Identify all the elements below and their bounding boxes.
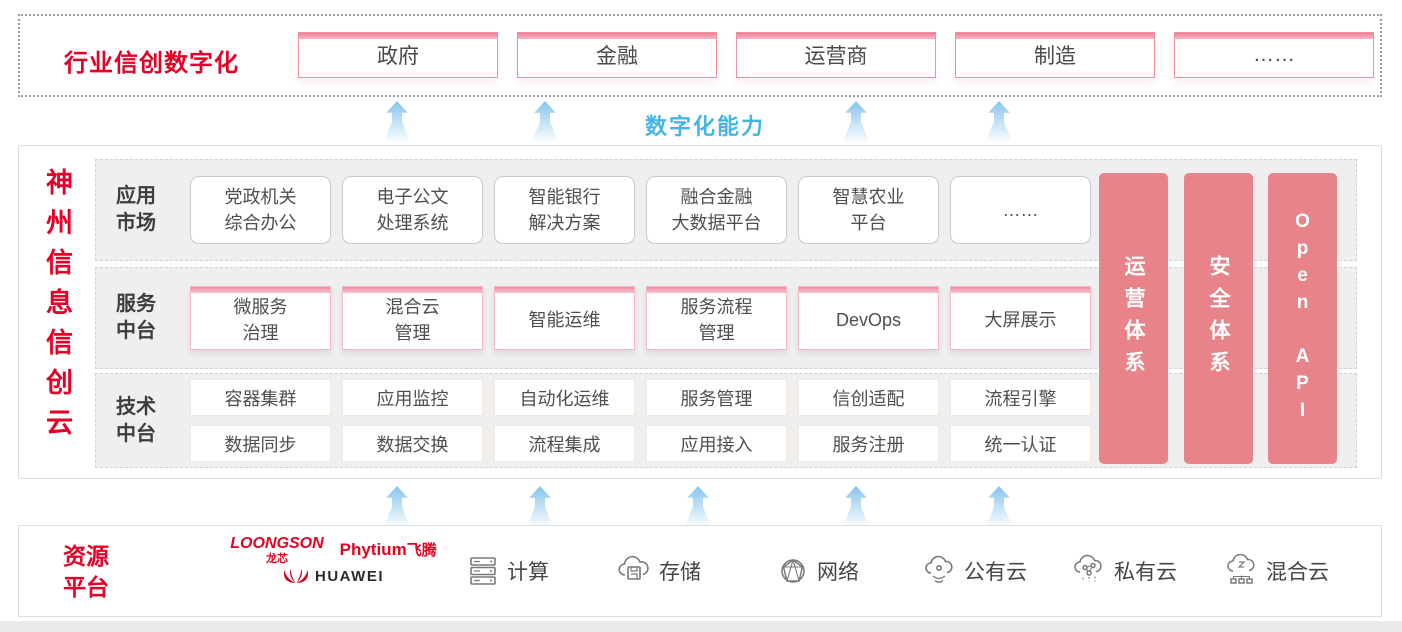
industry-box-list: 政府 金融 运营商 制造 …… (298, 32, 1374, 78)
resource-panel-label: 资源 平台 (63, 543, 109, 601)
up-arrow-icon (684, 486, 712, 528)
resource-item-public-cloud: 公有云 (921, 526, 1027, 616)
page-bottom-strip (0, 621, 1402, 632)
huawei-logo: HUAWEI (283, 568, 384, 585)
app-box: 智能银行解决方案 (494, 176, 635, 244)
up-arrow-icon (383, 486, 411, 528)
industry-label: 运营商 (804, 45, 868, 68)
resource-item-hybrid-cloud: 混合云 (1223, 526, 1329, 616)
platform-panel: 神州信息信创云 应用 市场 党政机关综合办公 电子公文处理系统 智能银行解决方案… (18, 145, 1382, 479)
up-arrow-icon (526, 486, 554, 528)
tech-box: 应用监控 (342, 379, 483, 416)
huawei-flower-icon (283, 568, 309, 585)
compute-icon (466, 554, 500, 588)
tech-box: 应用接入 (646, 425, 787, 462)
resource-item-private-cloud: 私有云 (1071, 526, 1177, 616)
industry-label: 政府 (377, 45, 419, 68)
service-box: 大屏展示 (950, 286, 1091, 350)
service-platform-row-label: 服务 中台 (116, 293, 156, 342)
industry-band: 行业信创数字化 政府 金融 运营商 制造 …… (18, 14, 1382, 97)
service-platform-boxes: 微服务治理 混合云管理 智能运维 服务流程管理 DevOps 大屏展示 (190, 286, 1091, 350)
tech-box: 数据同步 (190, 425, 331, 462)
up-arrow-icon (842, 101, 870, 143)
resource-item-compute: 计算 (466, 526, 549, 616)
app-box: 电子公文处理系统 (342, 176, 483, 244)
tech-platform-row-label: 技术 中台 (116, 395, 156, 445)
industry-box-government: 政府 (298, 32, 498, 78)
security-system-bar: 安全体系 (1184, 173, 1253, 464)
tech-box: 数据交换 (342, 425, 483, 462)
tech-platform-boxes: 容器集群 应用监控 自动化运维 服务管理 信创适配 流程引擎 数据同步 数据交换… (190, 379, 1091, 462)
industry-box-finance: 金融 (517, 32, 717, 78)
app-box: 融合金融大数据平台 (646, 176, 787, 244)
industry-label: 金融 (596, 45, 638, 68)
up-arrow-icon (985, 101, 1013, 143)
app-box: 智慧农业平台 (798, 176, 939, 244)
service-box: 智能运维 (494, 286, 635, 350)
tech-box: 信创适配 (798, 379, 939, 416)
private-cloud-icon (1071, 554, 1107, 588)
industry-box-manufacturing: 制造 (955, 32, 1155, 78)
loongson-logo: LOONGSON 龙芯 (230, 535, 324, 565)
service-box: 服务流程管理 (646, 286, 787, 350)
public-cloud-icon (921, 554, 957, 588)
hybrid-cloud-icon (1223, 554, 1259, 588)
app-market-row-label: 应用 市场 (116, 185, 156, 234)
platform-vertical-title: 神州信息信创云 (42, 168, 72, 448)
tech-row-bottom: 数据同步 数据交换 流程集成 应用接入 服务注册 统一认证 (190, 425, 1091, 462)
up-arrow-icon (985, 486, 1013, 528)
app-box-more: …… (950, 176, 1091, 244)
tech-box: 自动化运维 (494, 379, 635, 416)
vendor-logos: LOONGSON 龙芯 Phytium飞腾 (211, 535, 456, 585)
network-icon (776, 554, 810, 588)
up-arrow-icon (531, 101, 559, 143)
tech-row-top: 容器集群 应用监控 自动化运维 服务管理 信创适配 流程引擎 (190, 379, 1091, 416)
up-arrow-icon (842, 486, 870, 528)
service-box: 微服务治理 (190, 286, 331, 350)
tech-box: 流程集成 (494, 425, 635, 462)
service-box: DevOps (798, 286, 939, 350)
up-arrow-icon (383, 101, 411, 143)
phytium-logo: Phytium飞腾 (339, 540, 437, 559)
digital-capability-label: 数字化能力 (644, 114, 765, 139)
tech-platform-row: 技术 中台 容器集群 应用监控 自动化运维 服务管理 信创适配 流程引擎 数据同… (95, 373, 1357, 468)
tech-box: 服务注册 (798, 425, 939, 462)
resource-panel: 资源 平台 LOONGSON 龙芯 Phytium飞腾 (18, 525, 1382, 617)
app-box: 党政机关综合办公 (190, 176, 331, 244)
service-box: 混合云管理 (342, 286, 483, 350)
industry-label: 制造 (1034, 45, 1076, 68)
industry-band-title: 行业信创数字化 (64, 50, 239, 77)
tech-box: 服务管理 (646, 379, 787, 416)
industry-box-more: …… (1174, 32, 1374, 78)
open-api-bar: Open API (1268, 173, 1337, 464)
storage-icon (616, 554, 652, 588)
app-market-boxes: 党政机关综合办公 电子公文处理系统 智能银行解决方案 融合金融大数据平台 智慧农… (190, 176, 1091, 244)
tech-box: 统一认证 (950, 425, 1091, 462)
industry-box-operator: 运营商 (736, 32, 936, 78)
tech-box: 容器集群 (190, 379, 331, 416)
resource-item-storage: 存储 (616, 526, 701, 616)
resource-item-network: 网络 (776, 526, 859, 616)
industry-label: …… (1253, 43, 1295, 66)
operations-system-bar: 运营体系 (1099, 173, 1168, 464)
tech-box: 流程引擎 (950, 379, 1091, 416)
